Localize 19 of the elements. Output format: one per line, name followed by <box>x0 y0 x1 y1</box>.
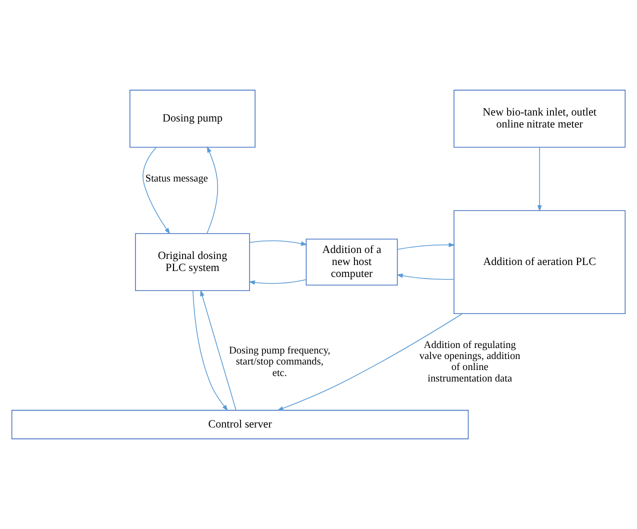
edge-label: Dosing pump frequency, start/stop commands, etc. <box>228 346 330 379</box>
arrow <box>537 147 542 212</box>
arrow <box>248 279 307 285</box>
node-box: Dosing pump <box>130 90 256 148</box>
node-box: Original dosing PLC system <box>135 233 250 292</box>
node-box: Addition of a new host computer <box>306 238 398 286</box>
node-box: Control server <box>11 410 469 440</box>
edge-label: Addition of regulating valve openings, addition of online instrumentation data <box>419 340 520 384</box>
arrow <box>206 146 218 234</box>
edge-label: Status message <box>145 174 208 185</box>
arrow <box>397 242 456 250</box>
arrow <box>276 313 463 411</box>
node-box: New bio-tank inlet, outlet online nitrate meter <box>454 90 626 148</box>
arrow <box>200 290 236 410</box>
node-box: Addition of aeration PLC <box>454 210 626 314</box>
arrow <box>249 240 308 246</box>
arrow <box>396 274 454 280</box>
arrow <box>142 147 170 234</box>
arrow <box>192 290 228 412</box>
